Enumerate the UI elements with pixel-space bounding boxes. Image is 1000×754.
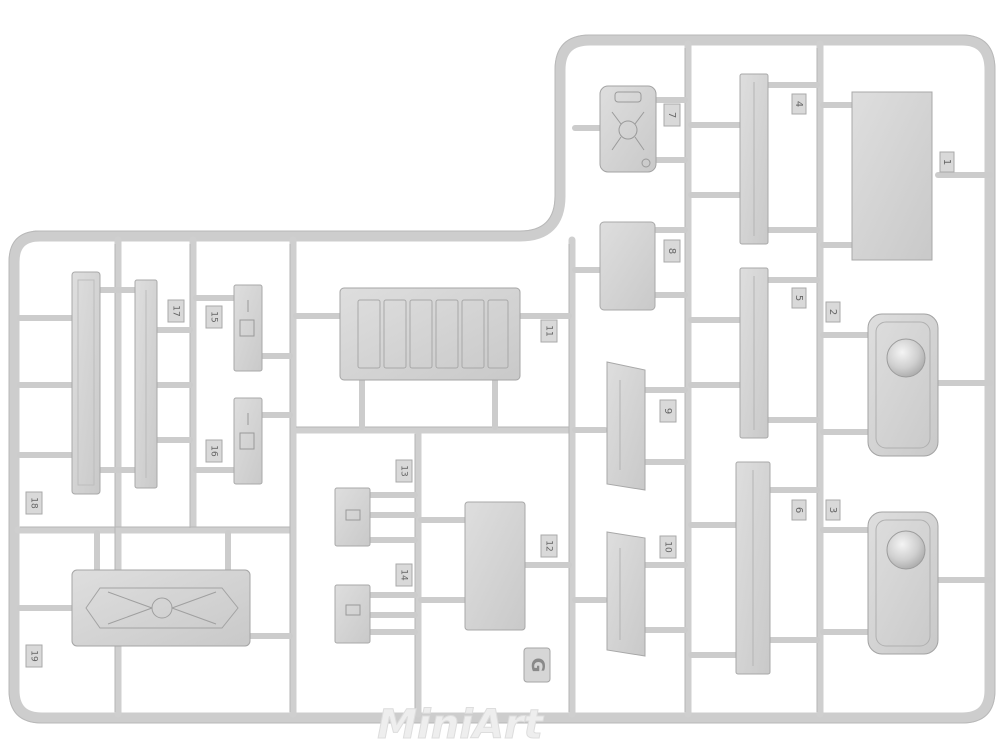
part-label-18: 18 <box>29 497 39 509</box>
sprue-frame <box>8 34 996 724</box>
part-19-lid <box>71 569 251 647</box>
part-label-14: 14 <box>399 569 409 581</box>
part-label-15: 15 <box>209 311 219 322</box>
part-3-cover <box>867 511 939 655</box>
gates <box>17 82 993 658</box>
part-label-3: 3 <box>827 507 838 513</box>
part-label-6: 6 <box>793 507 804 513</box>
part-13-bracket <box>334 487 371 547</box>
part-label-11: 11 <box>544 325 554 336</box>
part-11-ribbed-panel <box>339 287 521 381</box>
sprue-letter-tab: G <box>523 647 551 683</box>
part-9-strip <box>606 361 646 491</box>
part-label-1: 1 <box>941 159 952 165</box>
part-label-13: 13 <box>399 465 409 476</box>
part-8-box <box>599 221 656 311</box>
part-14-bracket <box>334 584 371 644</box>
part-4-strip <box>739 73 769 245</box>
part-label-9: 9 <box>662 408 673 414</box>
part-label-10: 10 <box>663 541 673 553</box>
part-label-5: 5 <box>793 295 804 301</box>
part-1-panel <box>851 91 933 261</box>
part-label-12: 12 <box>544 540 554 551</box>
part-12-plate <box>464 501 526 631</box>
part-label-16: 16 <box>209 445 219 457</box>
part-5-strip <box>739 267 769 439</box>
part-7-jerrycan <box>599 85 657 173</box>
part-label-19: 19 <box>29 650 39 662</box>
part-label-7: 7 <box>666 112 677 118</box>
part-label-8: 8 <box>666 248 677 254</box>
runners <box>14 40 824 718</box>
part-15-panel <box>233 284 263 372</box>
part-10-strip <box>606 531 646 657</box>
part-number-tabs <box>25 93 955 668</box>
part-6-strip <box>735 461 771 675</box>
sprue-letter: G <box>527 658 548 673</box>
part-17-strip <box>134 279 158 489</box>
part-label-17: 17 <box>171 305 181 316</box>
part-label-2: 2 <box>827 309 838 315</box>
part-label-4: 4 <box>793 101 804 107</box>
watermark-text: MiniArt <box>377 702 544 748</box>
part-16-panel <box>233 397 263 485</box>
part-2-cover <box>867 313 939 457</box>
part-18-strip <box>71 271 101 495</box>
